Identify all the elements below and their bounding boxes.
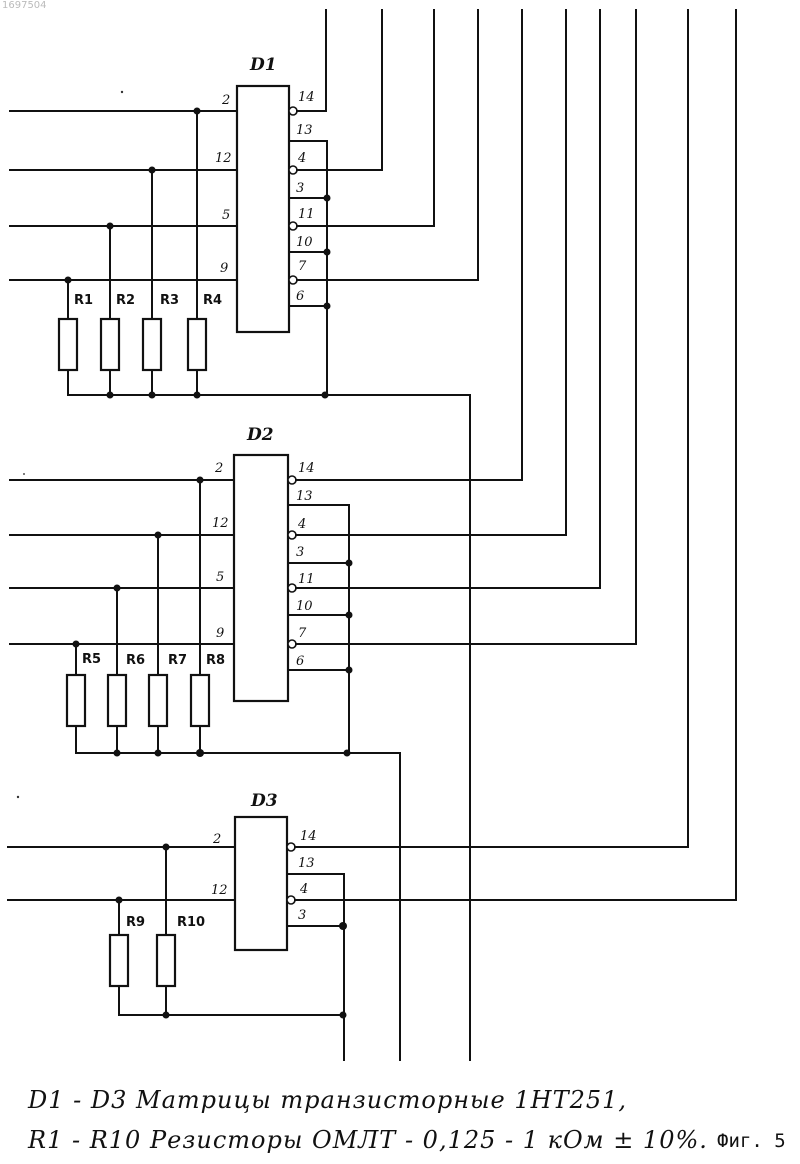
chip-d2-body xyxy=(234,455,288,701)
resistor-body xyxy=(110,935,128,986)
resistor-label: R6 xyxy=(126,653,145,668)
caption-line-2: R1 - R10 Резисторы ОМЛТ - 0,125 - 1 кОм … xyxy=(28,1126,708,1154)
resistor-label: R8 xyxy=(206,653,225,668)
resistor-label: R9 xyxy=(126,915,145,930)
chip-d2-pin: 13 xyxy=(296,489,313,504)
scan-speck xyxy=(121,91,123,93)
junction-dot xyxy=(197,477,204,484)
chip-d2-label: D2 xyxy=(246,425,274,445)
inverting-output-bubble xyxy=(287,843,295,851)
wire xyxy=(295,10,736,900)
junction-dot xyxy=(346,612,353,619)
chip-d3-pin: 13 xyxy=(298,856,315,871)
inverting-output-bubble xyxy=(289,166,297,174)
inverting-output-bubble xyxy=(288,640,296,648)
resistor-body xyxy=(191,675,209,726)
wire xyxy=(296,10,636,644)
chip-d2-pin: 4 xyxy=(297,517,306,532)
chip-d1-label: D1 xyxy=(249,55,277,75)
junction-dot xyxy=(194,108,201,115)
resistor-label: R7 xyxy=(168,653,187,668)
figure-label: Фиг. 5 xyxy=(717,1130,786,1152)
junction-dot xyxy=(163,844,170,851)
junction-dot xyxy=(114,585,121,592)
chip-d2-group: D2 2 12 5 9 14 13 4 3 11 10 7 6 xyxy=(10,10,636,1060)
chip-d2-pin: 12 xyxy=(212,516,229,531)
junction-dot xyxy=(339,922,347,930)
chip-d2-pin: 6 xyxy=(296,654,304,669)
chip-d3-pin: 4 xyxy=(299,882,308,897)
wire xyxy=(296,10,522,480)
chip-d1-pin: 10 xyxy=(296,235,313,250)
resistor-body xyxy=(59,319,77,370)
chip-d3-body xyxy=(235,817,287,950)
chip-d3-pin: 12 xyxy=(211,883,228,898)
resistor-body xyxy=(143,319,161,370)
chip-d3-label: D3 xyxy=(250,791,278,811)
resistor-label: R4 xyxy=(203,293,222,308)
junction-dot xyxy=(324,249,331,256)
resistor-label: R5 xyxy=(82,652,101,667)
chip-d1-body xyxy=(237,86,289,332)
chip-d2-pin: 3 xyxy=(296,545,304,560)
resistor-label: R3 xyxy=(160,293,179,308)
junction-dot xyxy=(346,667,353,674)
chip-d2-pin: 11 xyxy=(298,572,315,587)
junction-dot xyxy=(73,641,80,648)
chip-d1-pin: 13 xyxy=(296,123,313,138)
inverting-output-bubble xyxy=(289,276,297,284)
chip-d2-pin: 2 xyxy=(214,461,223,476)
chip-d3-pin: 14 xyxy=(300,829,317,844)
caption-line-1: D1 - D3 Матрицы транзисторные 1HT251, xyxy=(28,1086,627,1114)
wire xyxy=(296,10,566,535)
chip-d2-pin: 5 xyxy=(216,570,224,585)
wire xyxy=(297,10,478,280)
resistor-body xyxy=(188,319,206,370)
chip-d1-pin: 3 xyxy=(296,181,304,196)
chip-d2-pin: 7 xyxy=(298,626,307,641)
chip-d1-pin: 12 xyxy=(215,151,232,166)
wire xyxy=(296,10,600,588)
inverting-output-bubble xyxy=(287,896,295,904)
chip-d1-pin: 2 xyxy=(221,93,230,108)
resistor-label: R2 xyxy=(116,293,135,308)
resistor-label: R10 xyxy=(177,915,205,930)
chip-d3-pin: 2 xyxy=(212,832,221,847)
junction-dot xyxy=(116,897,123,904)
resistor-body xyxy=(108,675,126,726)
chip-d1-pin: 6 xyxy=(296,289,304,304)
inverting-output-bubble xyxy=(289,222,297,230)
junction-dot xyxy=(324,303,331,310)
wire xyxy=(295,10,688,847)
junction-dot xyxy=(155,532,162,539)
junction-dot xyxy=(65,277,72,284)
chip-d2-pin: 9 xyxy=(216,626,224,641)
chip-d1-pin: 14 xyxy=(298,90,315,105)
chip-d2-pin: 10 xyxy=(296,599,313,614)
inverting-output-bubble xyxy=(288,531,296,539)
inverting-output-bubble xyxy=(289,107,297,115)
chip-d1-pin: 11 xyxy=(298,207,315,222)
resistor-label: R1 xyxy=(74,293,93,308)
wire xyxy=(297,10,434,226)
resistor-body xyxy=(101,319,119,370)
inverting-output-bubble xyxy=(288,584,296,592)
inverting-output-bubble xyxy=(288,476,296,484)
junction-dot xyxy=(107,223,114,230)
scan-speck xyxy=(17,796,19,798)
resistor-body xyxy=(149,675,167,726)
scan-speck xyxy=(23,473,25,475)
junction-dot xyxy=(346,560,353,567)
junction-dot xyxy=(324,195,331,202)
chip-d1-pin: 5 xyxy=(222,208,230,223)
chip-d2-pin: 14 xyxy=(298,461,315,476)
chip-d3-pin: 3 xyxy=(298,908,306,923)
resistor-body xyxy=(157,935,175,986)
chip-d1-pin: 7 xyxy=(298,259,307,274)
resistor-body xyxy=(67,675,85,726)
chip-d1-pin: 9 xyxy=(220,261,228,276)
chip-d1-pin: 4 xyxy=(297,151,306,166)
junction-dot xyxy=(149,167,156,174)
